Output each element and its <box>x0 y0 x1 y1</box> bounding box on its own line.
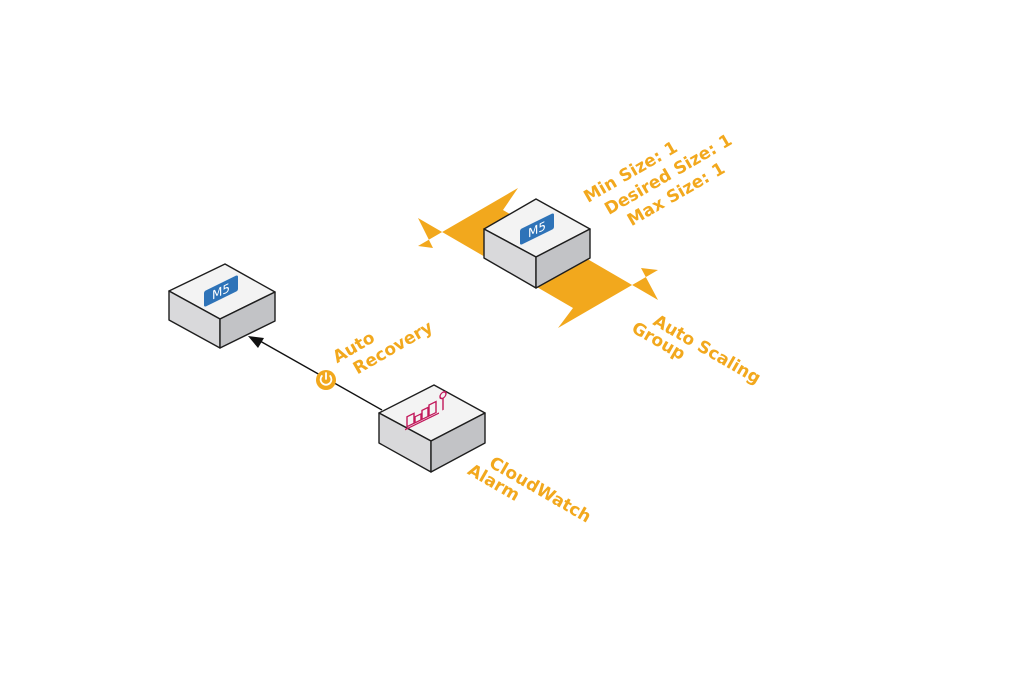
recovery-arrowhead <box>248 336 264 348</box>
cloudwatch-alarm-icon <box>405 391 447 431</box>
asg-name-label: Auto Scaling Group <box>628 311 764 389</box>
cube-right-face <box>219 291 276 349</box>
auto-recovery-label: Auto Recovery <box>330 317 437 379</box>
cube-right-face <box>535 228 591 289</box>
instance-left-cube[interactable]: M5 <box>168 263 276 349</box>
power-icon <box>316 370 336 390</box>
cloudwatch-alarm-cube[interactable] <box>378 384 486 473</box>
cube-right-face <box>430 412 486 473</box>
asg-sizes-label: Min Size: 1 Desired Size: 1 Max Size: 1 <box>581 130 736 230</box>
cloudwatch-alarm-label: CloudWatch Alarm <box>464 453 594 527</box>
instance-asg-cube[interactable]: M5 <box>483 198 591 289</box>
